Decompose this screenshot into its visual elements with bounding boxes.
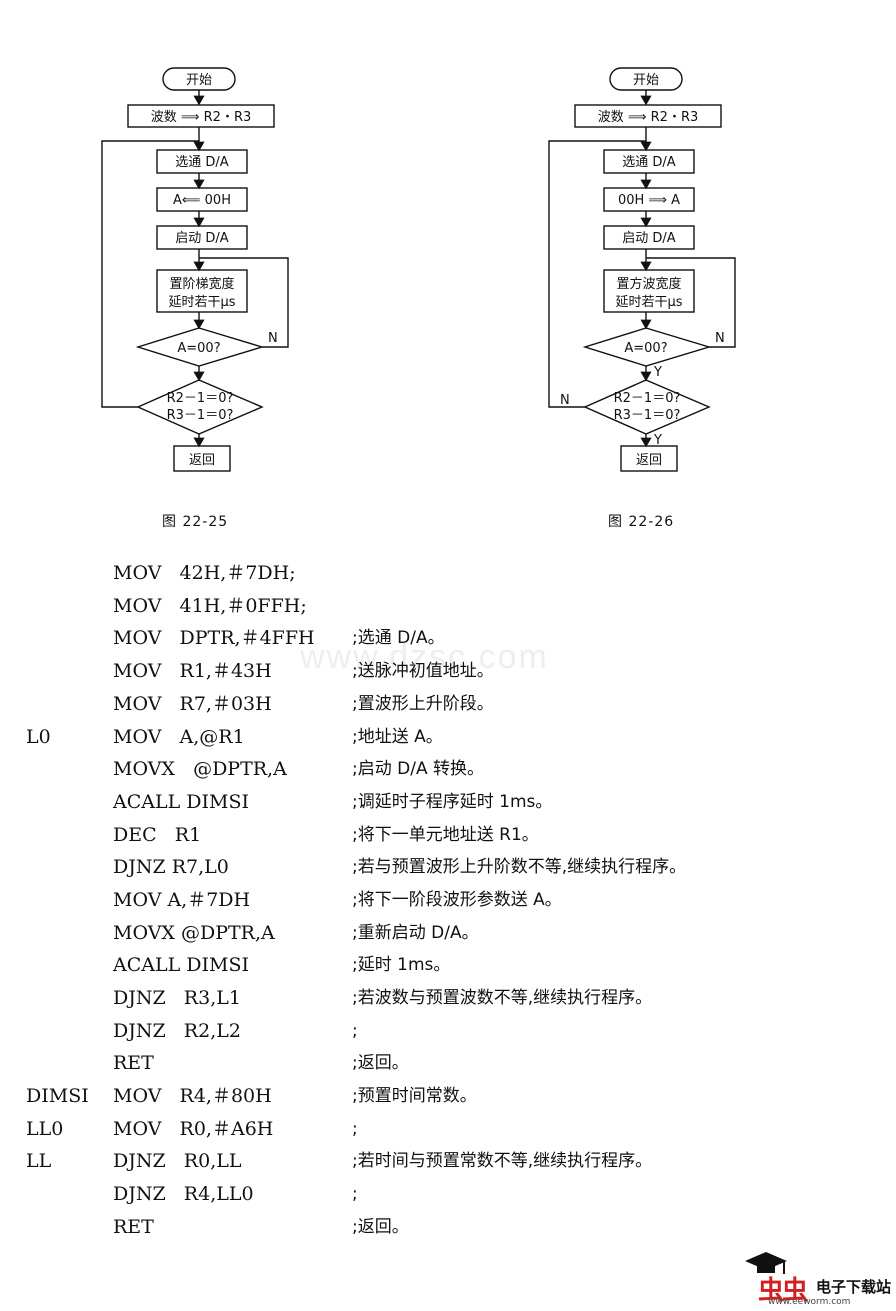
return-label: 返回 [189, 453, 215, 468]
code-instruction: MOV R7,＃03H [113, 693, 272, 715]
load-label: 波数 ⟹ R2・R3 [151, 110, 252, 125]
code-instruction: DJNZ R4,LL0 [113, 1183, 254, 1205]
transfer-box [603, 187, 695, 212]
test-label: A=00? [177, 341, 220, 356]
count-label-2: R3－1＝0? [614, 408, 681, 423]
delay-label-2: 延时若干μs [168, 294, 235, 310]
code-label: L0 [26, 726, 51, 748]
code-comment: ;置波形上升阶段。 [352, 694, 494, 714]
launch-box [156, 225, 248, 250]
no-label: N [715, 331, 725, 346]
select-box [156, 149, 248, 174]
code-comment: ;若波数与预置波数不等,继续执行程序。 [352, 988, 653, 1008]
code-comment: ;地址送 A。 [352, 727, 443, 747]
launch-label: 启动 D/A [622, 231, 676, 246]
flowchart-22-25-svg: 开始 波数 ⟹ R2・R3 选通 D/A A⟸ 00H 启动 D/A 置阶梯宽度… [101, 67, 289, 472]
code-instruction: MOV R0,＃A6H [113, 1118, 274, 1140]
code-comment: ;将下一阶段波形参数送 A。 [352, 890, 562, 910]
load-label: 波数 ⟹ R2・R3 [598, 110, 699, 125]
flowchart-22-25: 开始 波数 ⟹ R2・R3 选通 D/A A⟸ 00H 启动 D/A 置阶梯宽度… [96, 60, 296, 480]
code-instruction: DJNZ R7,L0 [113, 856, 229, 878]
transfer-box [156, 187, 248, 212]
code-instruction: DJNZ R3,L1 [113, 987, 241, 1009]
count-label-1: R2－1＝0? [167, 391, 234, 406]
transfer-label: A⟸ 00H [173, 193, 231, 208]
start-label: 开始 [186, 73, 212, 88]
logo-title: 电子下载站 [816, 1278, 892, 1296]
select-label: 选通 D/A [622, 155, 676, 170]
code-comment: ; [352, 1119, 358, 1139]
code-comment: ;预置时间常数。 [352, 1086, 477, 1106]
return-box [620, 445, 678, 472]
code-instruction: MOV A,＃7DH [113, 889, 251, 911]
code-comment: ;若与预置波形上升阶数不等,继续执行程序。 [352, 857, 687, 877]
delay-box [603, 269, 695, 313]
load-box [127, 104, 275, 128]
code-instruction: ACALL DIMSI [113, 954, 249, 976]
code-label: LL0 [26, 1118, 64, 1140]
code-instruction: MOV R1,＃43H [113, 660, 272, 682]
return-label: 返回 [636, 453, 662, 468]
logo-url: www.eeworm.com [768, 1297, 851, 1307]
code-comment: ;选通 D/A。 [352, 628, 445, 648]
graduation-cap-icon [745, 1252, 787, 1274]
figure-caption-22-25: 图 22-25 [162, 514, 229, 530]
no-label: N [268, 331, 278, 346]
code-instruction: DJNZ R2,L2 [113, 1020, 241, 1042]
count-label-2: R3－1＝0? [167, 408, 234, 423]
code-comment: ;送脉冲初值地址。 [352, 661, 494, 681]
code-comment: ;将下一单元地址送 R1。 [352, 825, 539, 845]
start-label: 开始 [633, 73, 659, 88]
code-comment: ; [352, 1021, 358, 1041]
count-diamond [583, 379, 711, 435]
code-comment: ;返回。 [352, 1053, 409, 1073]
delay-box [156, 269, 248, 313]
code-comment: ;重新启动 D/A。 [352, 923, 479, 943]
select-label: 选通 D/A [175, 155, 229, 170]
no-label-outer: N [560, 393, 570, 408]
code-instruction: MOV R4,＃80H [113, 1085, 272, 1107]
count-diamond [136, 379, 264, 435]
launch-box [603, 225, 695, 250]
delay-label-1: 置方波宽度 [616, 276, 681, 292]
delay-label-2: 延时若干μs [615, 294, 682, 310]
code-label: DIMSI [26, 1085, 89, 1107]
code-instruction: MOV 41H,＃0FFH; [113, 595, 307, 617]
code-comment: ; [352, 1184, 358, 1204]
code-instruction: MOVX @DPTR,A [113, 758, 287, 780]
yes-label: Y [653, 365, 662, 380]
count-label-1: R2－1＝0? [614, 391, 681, 406]
code-comment: ;调延时子程序延时 1ms。 [352, 792, 553, 812]
code-instruction: MOV 42H,＃7DH; [113, 562, 296, 584]
code-comment: ;延时 1ms。 [352, 955, 451, 975]
code-instruction: RET [113, 1052, 154, 1074]
code-instruction: DJNZ R0,LL [113, 1150, 242, 1172]
code-instruction: ACALL DIMSI [113, 791, 249, 813]
code-instruction: DEC R1 [113, 824, 202, 846]
test-label: A=00? [624, 341, 667, 356]
logo-chars: 虫虫 [758, 1276, 808, 1306]
code-instruction: MOVX @DPTR,A [113, 922, 275, 944]
watermark: www.dzsc.com [300, 638, 549, 676]
code-comment: ;若时间与预置常数不等,继续执行程序。 [352, 1151, 653, 1171]
site-logo[interactable]: 虫虫 电子下载站 www.eeworm.com [738, 1250, 894, 1308]
code-instruction: MOV DPTR,＃4FFH [113, 627, 315, 649]
launch-label: 启动 D/A [175, 231, 229, 246]
transfer-label: 00H ⟹ A [618, 193, 680, 208]
code-instruction: MOV A,@R1 [113, 726, 245, 748]
select-box [603, 149, 695, 174]
code-label: LL [26, 1150, 52, 1172]
load-box [574, 104, 722, 128]
flowchart-22-26-svg: 开始 波数 ⟹ R2・R3 选通 D/A 00H ⟹ A 启动 D/A 置方波宽… [548, 67, 736, 472]
code-comment: ;返回。 [352, 1217, 409, 1237]
yes-label-exit: Y [653, 433, 662, 448]
code-instruction: RET [113, 1216, 154, 1238]
flowchart-22-26: 开始 波数 ⟹ R2・R3 选通 D/A 00H ⟹ A 启动 D/A 置方波宽… [540, 60, 750, 480]
return-box [173, 445, 231, 472]
delay-label-1: 置阶梯宽度 [169, 276, 234, 292]
code-comment: ;启动 D/A 转换。 [352, 759, 484, 779]
figure-caption-22-26: 图 22-26 [608, 514, 675, 530]
